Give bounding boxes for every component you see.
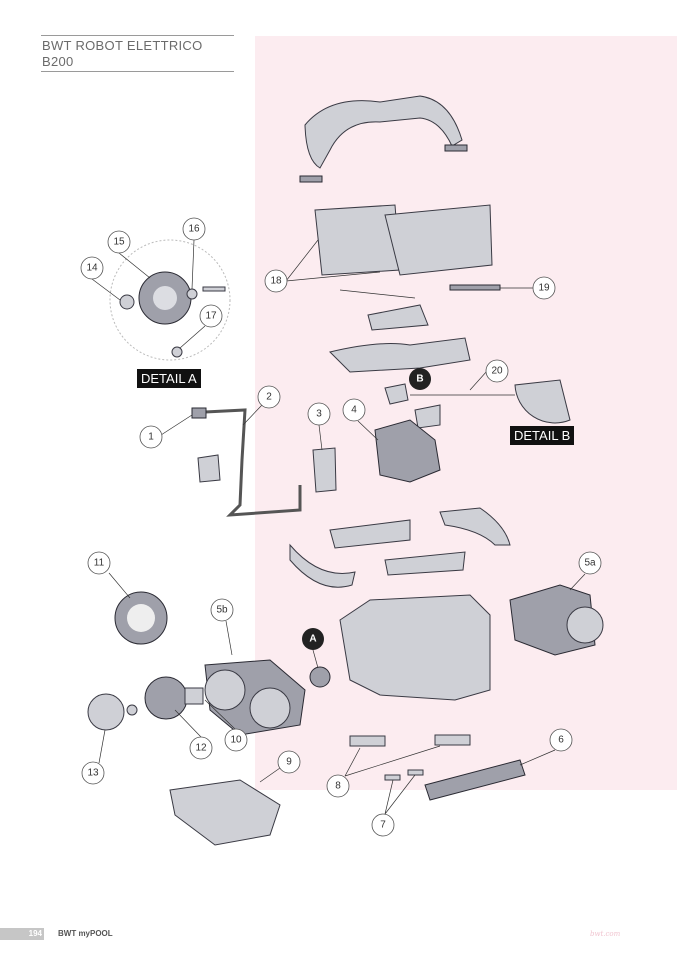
svg-text:5b: 5b [216, 605, 228, 616]
part-bushing-14 [119, 294, 135, 310]
callout-11: 11 [87, 551, 111, 575]
callout-6: 6 [549, 728, 573, 752]
part-support-3 [312, 447, 337, 493]
svg-text:19: 19 [538, 283, 550, 294]
part-bottom-plate-9 [169, 779, 281, 846]
svg-text:3: 3 [316, 409, 322, 420]
part-bushing-10 [184, 687, 204, 705]
callout-5b: 5b [210, 598, 234, 622]
callout-16: 16 [182, 217, 206, 241]
detail-a-circle [109, 239, 231, 361]
svg-text:9: 9 [286, 757, 292, 768]
part-chassis [339, 594, 491, 701]
part-bracket [414, 404, 441, 429]
page-title: BWT ROBOT ELETTRICO B200 [41, 35, 234, 72]
callout-12: 12 [189, 736, 213, 760]
callout-2: 2 [257, 385, 281, 409]
svg-text:20: 20 [491, 366, 503, 377]
part-cable-clamp [197, 454, 221, 483]
part-rail [384, 551, 466, 576]
part-impeller-housing [329, 337, 471, 373]
callout-9: 9 [277, 750, 301, 774]
callout-19: 19 [532, 276, 556, 300]
detail-b-label: DETAIL B [510, 426, 575, 445]
part-motor [374, 419, 441, 483]
part-wheel-12 [144, 676, 188, 720]
part-clip-7 [407, 769, 424, 776]
part-blade-19 [449, 284, 501, 291]
svg-text:16: 16 [188, 224, 200, 235]
svg-text:B: B [416, 374, 423, 385]
part-connector [191, 407, 207, 419]
svg-text:7: 7 [380, 820, 386, 831]
part-screw [299, 175, 323, 183]
callout-14: 14 [80, 256, 104, 280]
svg-text:11: 11 [94, 558, 105, 569]
part-top-cover [367, 304, 429, 331]
callout-B: B [409, 368, 431, 390]
part-rail [439, 507, 511, 546]
svg-text:18: 18 [270, 276, 282, 287]
part-hubcap-13 [87, 693, 125, 731]
callout-1: 1 [139, 425, 163, 449]
part-washer-16 [186, 288, 198, 300]
callout-13: 13 [81, 761, 105, 785]
svg-text:5a: 5a [584, 558, 596, 569]
callout-15: 15 [107, 230, 131, 254]
footer-brand: BWT myPOOL [58, 929, 113, 938]
svg-text:10: 10 [230, 735, 242, 746]
part-nut-17 [171, 346, 183, 358]
part-brush-6 [424, 759, 526, 801]
detail-b-view [514, 379, 571, 424]
part-pin [202, 286, 226, 292]
part-screw [444, 144, 468, 152]
part-latch-8 [349, 735, 386, 747]
svg-text:12: 12 [195, 743, 207, 754]
detail-a-label: DETAIL A [137, 369, 201, 388]
part-rail [329, 519, 411, 549]
page-number: 194 [0, 928, 44, 940]
callout-8: 8 [326, 774, 350, 798]
callout-4: 4 [342, 398, 366, 422]
part-cable [204, 408, 302, 517]
svg-text:15: 15 [113, 237, 125, 248]
part-clip-7 [384, 774, 401, 781]
svg-text:2: 2 [266, 392, 272, 403]
svg-text:13: 13 [87, 768, 99, 779]
part-handle [304, 95, 463, 169]
svg-text:8: 8 [335, 781, 341, 792]
svg-text:1: 1 [148, 432, 154, 443]
svg-text:17: 17 [205, 311, 217, 322]
footer-url: bwt.com [590, 930, 621, 938]
callout-7: 7 [371, 813, 395, 837]
callout-17: 17 [199, 304, 223, 328]
callout-18: 18 [264, 269, 288, 293]
part-rail [289, 543, 356, 588]
svg-text:4: 4 [351, 405, 357, 416]
callout-3: 3 [307, 402, 331, 426]
part-gear-A [309, 666, 331, 688]
part-impeller [384, 383, 409, 405]
svg-text:6: 6 [558, 735, 564, 746]
svg-text:A: A [309, 634, 316, 645]
callout-A: A [302, 628, 324, 650]
part-latch-8 [434, 734, 471, 746]
callout-10: 10 [224, 728, 248, 752]
callout-5a: 5a [578, 551, 602, 575]
svg-text:14: 14 [86, 263, 98, 274]
callout-20: 20 [485, 359, 509, 383]
part-filter-right [384, 204, 493, 276]
